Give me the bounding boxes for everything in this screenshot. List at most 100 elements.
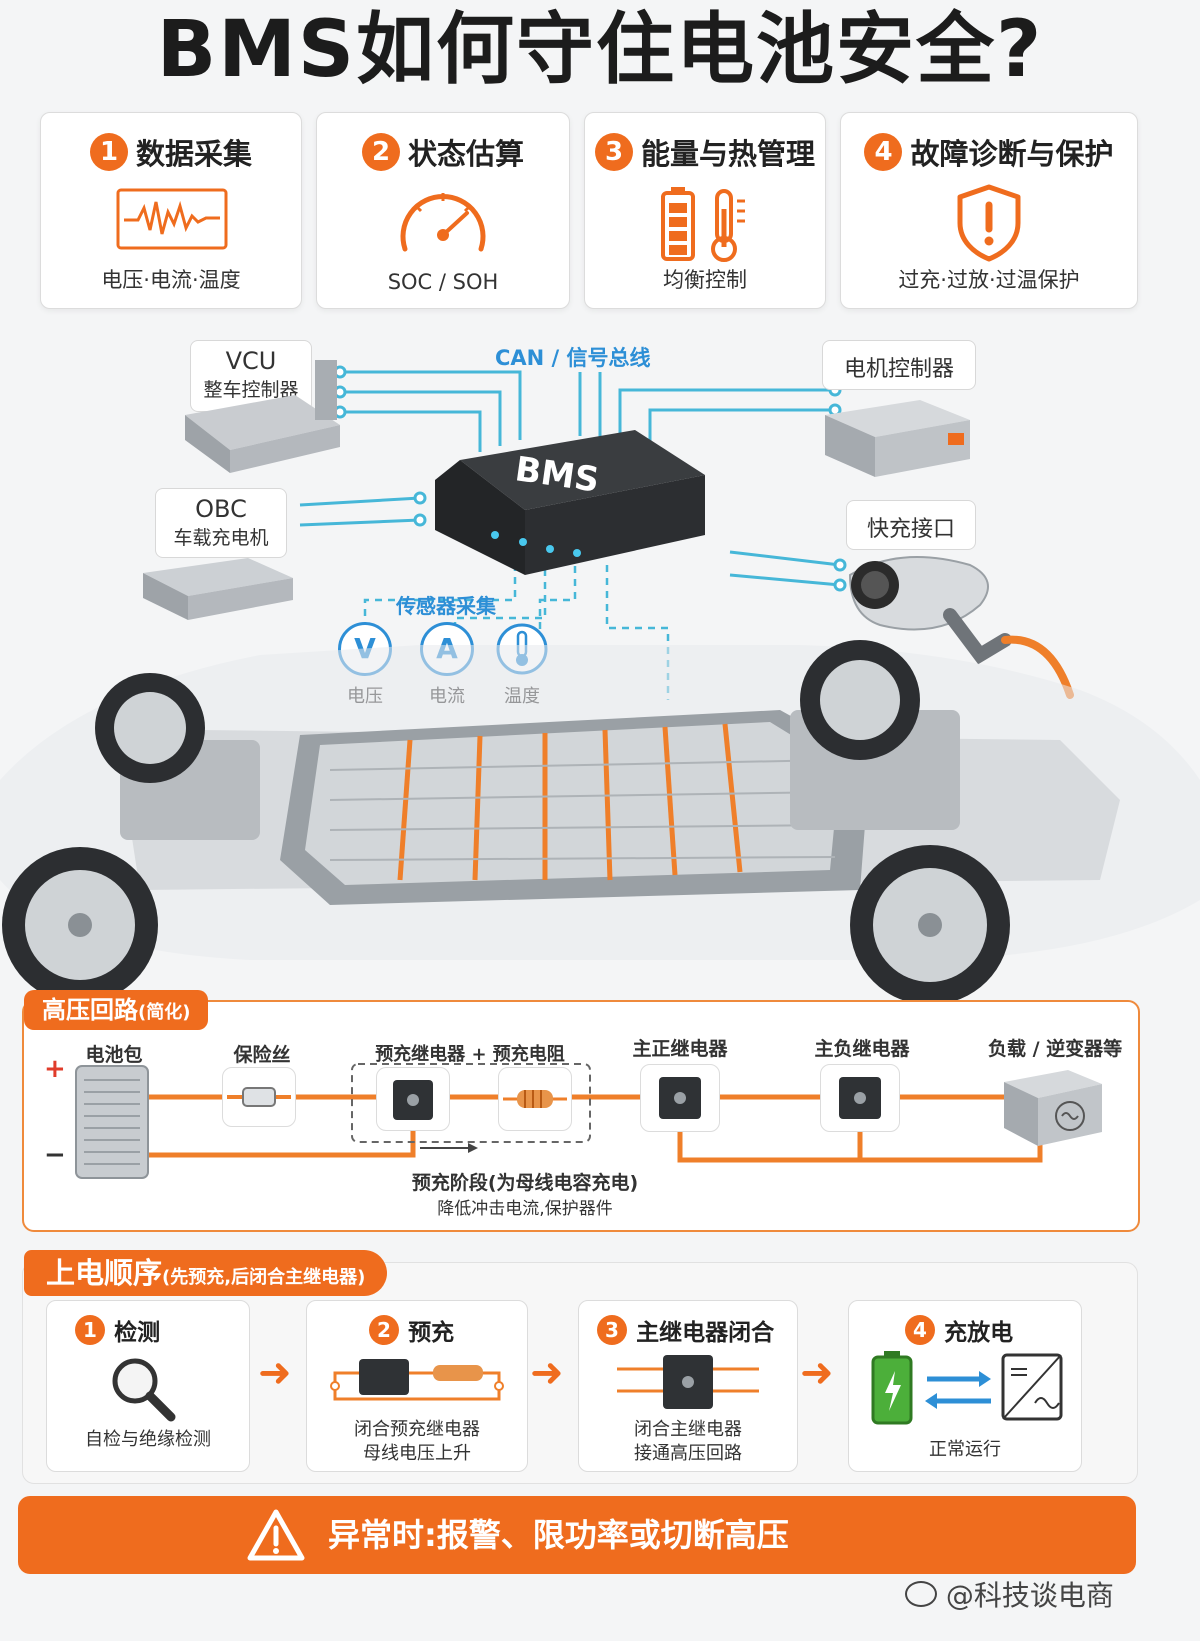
step-title: 检测 <box>114 1320 161 1346</box>
power-on-step-1: 1 检测 自检与绝缘检测 <box>46 1300 250 1472</box>
function-sub: SOC / SOH <box>387 270 499 294</box>
function-title: 数据采集 <box>135 137 252 171</box>
warning-banner: 异常时:报警、限功率或切断高压 <box>18 1496 1136 1574</box>
precharge-note-title: 预充阶段(为母线电容充电) <box>411 1172 639 1194</box>
precharge-relay <box>376 1067 450 1131</box>
step-title: 预充 <box>408 1320 455 1346</box>
motor-controller-title: 电机控制器 <box>843 357 954 382</box>
power-on-step-4: 4 充放电 正常运行 <box>848 1300 1082 1472</box>
step-number: 3 <box>594 133 633 171</box>
signal-lines <box>299 365 847 700</box>
main-negative-relay-label: 主负继电器 <box>814 1038 910 1060</box>
plus-terminal: + <box>44 1054 66 1084</box>
step-number: 2 <box>369 1315 399 1345</box>
car-chassis-illustration <box>0 640 1200 1005</box>
step-desc-2: 接通高压回路 <box>634 1443 742 1464</box>
gauge-icon <box>400 193 486 252</box>
step-number: 4 <box>864 133 903 171</box>
load-label: 负载 / 逆变器等 <box>988 1038 1123 1060</box>
vcu-title: VCU <box>225 347 277 375</box>
main-positive-relay-label: 主正继电器 <box>632 1038 728 1060</box>
charging-plug-icon <box>848 556 1074 699</box>
watermark: @科技谈电商 <box>905 1574 1114 1614</box>
motor-controller-icon <box>825 400 970 477</box>
weibo-icon <box>905 1581 937 1607</box>
watermark-text: @科技谈电商 <box>945 1579 1114 1612</box>
step-number: 3 <box>597 1315 627 1345</box>
battery-thermometer-icon <box>661 187 745 262</box>
precharge-note-sub: 降低冲击电流,保护器件 <box>437 1199 613 1219</box>
precharge-circuit-icon <box>330 1359 504 1401</box>
precharge-resistor <box>498 1067 572 1131</box>
resistor-icon <box>503 1090 567 1108</box>
step-arrow-1: ➜ <box>258 1350 292 1396</box>
step-desc: 自检与绝缘检测 <box>85 1429 211 1450</box>
step-title: 充放电 <box>944 1320 1014 1346</box>
fuse-icon <box>227 1087 291 1107</box>
function-title: 状态估算 <box>407 137 524 171</box>
fast-charge-title: 快充接口 <box>866 517 955 542</box>
hv-circuit-tab: 高压回路(简化) <box>24 990 209 1030</box>
main-negative-relay <box>820 1064 900 1132</box>
hv-circuit-title: 高压回路 <box>42 996 138 1024</box>
precharge-group-label: 预充继电器 + 预充电阻 <box>375 1044 565 1065</box>
step-desc-2: 母线电压上升 <box>363 1443 471 1464</box>
step-number: 1 <box>89 133 128 171</box>
minus-terminal: − <box>44 1140 66 1170</box>
step-number: 1 <box>75 1315 105 1345</box>
obc-title: OBC <box>195 495 247 523</box>
magnifier-icon <box>112 1358 176 1422</box>
hv-circuit-note: (简化) <box>138 1002 191 1023</box>
obc-module-icon <box>143 558 293 620</box>
function-title: 能量与热管理 <box>640 137 815 171</box>
obc-label-box: OBC 车载充电机 <box>155 488 287 558</box>
inverter-icon <box>1004 1070 1102 1146</box>
power-on-step-2: 2 预充 闭合预充继电器 母线电压上升 <box>306 1300 528 1472</box>
main-relay-icon <box>617 1355 759 1409</box>
shield-icon <box>957 184 1021 262</box>
step-arrow-3: ➜ <box>800 1350 834 1396</box>
sensor-label: 传感器采集 <box>396 594 496 618</box>
fuse-label: 保险丝 <box>233 1044 291 1066</box>
step-desc: 闭合预充继电器 <box>354 1419 480 1440</box>
relay-icon <box>839 1077 881 1119</box>
obc-subtitle: 车载充电机 <box>173 527 269 549</box>
step-number: 2 <box>361 133 400 171</box>
main-positive-relay <box>640 1064 720 1132</box>
page-title: BMS如何守住电池安全? <box>156 5 1044 95</box>
warning-icon <box>247 1509 305 1561</box>
motor-controller-label-box: 电机控制器 <box>822 340 976 390</box>
function-sub: 电压·电流·温度 <box>101 268 241 292</box>
step-number: 4 <box>905 1315 935 1345</box>
step-desc: 正常运行 <box>929 1439 1001 1460</box>
function-title: 故障诊断与保护 <box>910 137 1114 171</box>
can-bus-label: CAN / 信号总线 <box>495 346 651 370</box>
function-sub: 过充·过放·过温保护 <box>898 268 1080 292</box>
battery-pack-label: 电池包 <box>85 1044 143 1066</box>
fast-charge-label-box: 快充接口 <box>846 500 976 550</box>
power-on-title: 上电顺序 <box>46 1256 163 1290</box>
warning-text: 异常时:报警、限功率或切断高压 <box>328 1516 789 1554</box>
step-arrow-2: ➜ <box>530 1350 564 1396</box>
vcu-module-icon <box>185 360 340 473</box>
function-sub: 均衡控制 <box>663 268 747 292</box>
step-title: 主继电器闭合 <box>636 1320 775 1346</box>
relay-icon <box>659 1077 701 1119</box>
hv-circuit-section <box>22 1000 1140 1232</box>
power-on-tab: 上电顺序(先预充,后闭合主继电器) <box>24 1250 388 1296</box>
waveform-icon <box>116 188 228 250</box>
vcu-subtitle: 整车控制器 <box>203 379 299 401</box>
fuse-component <box>222 1067 296 1127</box>
vcu-label-box: VCU 整车控制器 <box>190 340 312 412</box>
battery-pack-icon <box>75 1065 149 1179</box>
bms-unit-icon <box>435 430 705 575</box>
step-desc: 闭合主继电器 <box>634 1419 742 1440</box>
relay-icon <box>393 1080 433 1120</box>
power-on-note: (先预充,后闭合主继电器) <box>162 1267 366 1288</box>
power-on-step-3: 3 主继电器闭合 闭合主继电器 接通高压回路 <box>578 1300 798 1472</box>
charge-discharge-icon <box>871 1351 1063 1425</box>
